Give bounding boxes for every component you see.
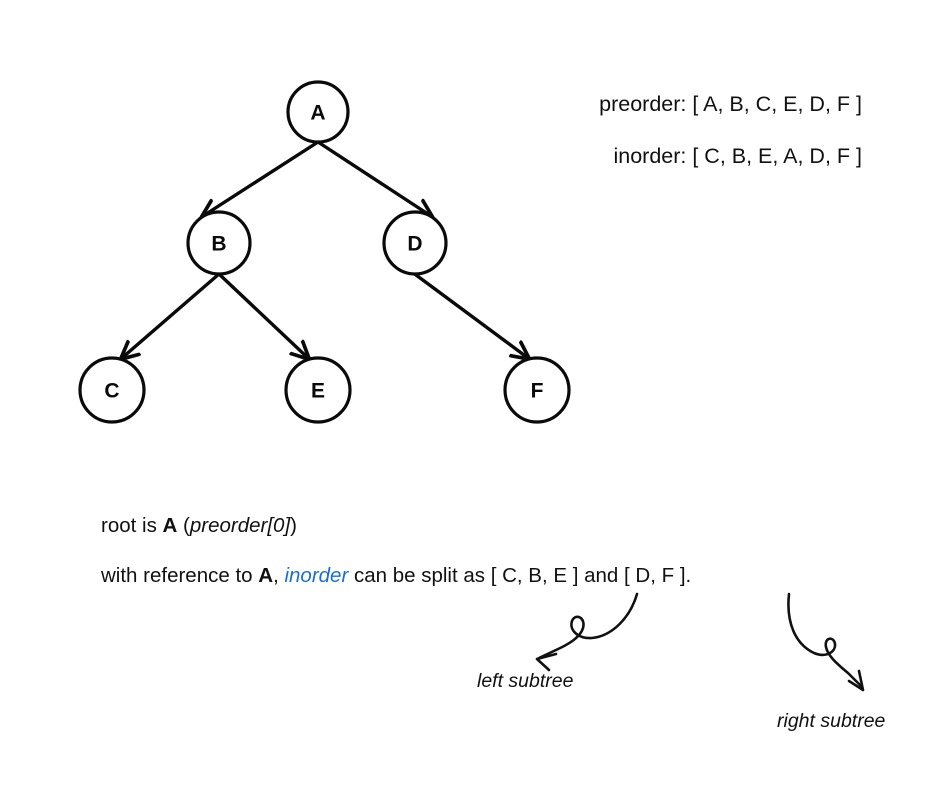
explanation-split-part1: with reference to [101, 564, 259, 587]
preorder-line: preorder: [ A, B, C, E, D, F ] [599, 92, 862, 116]
explanation-block: root is A (preorder[0]) with reference t… [101, 501, 691, 601]
left-subtree-curly-arrow [535, 592, 639, 672]
explanation-root-code: preorder[0] [189, 514, 291, 537]
edge-a-to-d [317, 140, 431, 216]
right-subtree-curly-arrow [787, 592, 865, 692]
explanation-line-split: with reference to A, inorder can be spli… [101, 551, 691, 601]
explanation-split-part2: , [273, 564, 285, 587]
explanation-line-root: root is A (preorder[0]) [101, 501, 691, 551]
tree-node-b[interactable]: B [186, 210, 252, 276]
node-label-d: D [407, 233, 422, 256]
tree-node-d[interactable]: D [382, 210, 448, 276]
node-circle-f [503, 356, 571, 424]
node-label-a: A [310, 102, 325, 125]
edge-b-to-e [217, 272, 308, 358]
node-label-c: C [104, 380, 119, 403]
tree-edges [122, 140, 528, 358]
traversal-list-block: preorder: [ A, B, C, E, D, F ] inorder: … [599, 78, 862, 182]
explanation-root-prefix: root is [101, 514, 163, 537]
left-subtree-label: left subtree [477, 670, 574, 692]
explanation-split-root: A [258, 564, 274, 587]
node-circle-b [186, 210, 252, 276]
edge-a-to-b [203, 140, 319, 216]
tree-node-a[interactable]: A [286, 80, 350, 144]
node-circle-c [78, 356, 146, 424]
explanation-root-close-paren: ) [290, 514, 297, 537]
node-circle-a [286, 80, 350, 144]
explanation-root-open-paren: ( [177, 514, 190, 537]
right-subtree-label: right subtree [777, 710, 886, 732]
tree-node-e[interactable]: E [284, 356, 352, 424]
explanation-split-keyword: inorder [284, 564, 349, 587]
tree-node-c[interactable]: C [78, 356, 146, 424]
inorder-line: inorder: [ C, B, E, A, D, F ] [613, 144, 862, 168]
explanation-split-part3: can be split as [ C, B, E ] and [ D, F ]… [348, 564, 692, 587]
node-label-b: B [211, 233, 226, 256]
node-label-f: F [531, 380, 544, 403]
explanation-root-value: A [162, 514, 178, 537]
node-circle-d [382, 210, 448, 276]
node-label-e: E [311, 380, 325, 403]
tree-node-f[interactable]: F [503, 356, 571, 424]
node-circle-e [284, 356, 352, 424]
edge-b-to-c [122, 272, 221, 358]
edge-d-to-f [410, 270, 528, 358]
